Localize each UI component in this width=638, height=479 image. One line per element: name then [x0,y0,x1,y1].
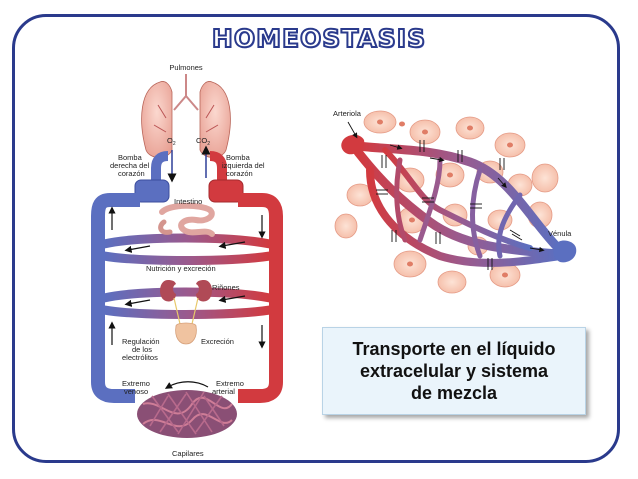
venule-vessel [553,240,577,263]
slide-title: HOMEOSTASIS [211,23,427,54]
regulation-label: Regulación de los electrólitos [122,337,162,362]
co2-label: CO2 [196,136,210,147]
intestine-illustration [158,202,215,237]
arteriole-vessel [341,134,365,155]
nutrition-label: Nutrición y excreción [146,264,216,273]
capillaries-label: Capilares [172,449,204,458]
o2-label: O2 [167,136,176,147]
left-heart-pump [208,179,244,203]
left-pump-label: Bomba izquierda del corazón [222,153,267,178]
lungs-illustration [141,74,231,158]
exchange-arrows [347,121,545,270]
intestine-label: Intestino [174,197,202,206]
capillary-network-diagram: Arteriola Vénula [333,109,577,294]
lungs-label: Pulmones [169,63,203,72]
excretion-label: Excreción [201,337,234,346]
arteriole-label: Arteriola [333,109,362,118]
caption-line: de mezcla [410,383,498,403]
circulation-diagram: Pulmones O2 CO2 Bomba derecha del corazó… [91,63,283,458]
right-pump-label: Bomba derecha del corazón [110,153,151,178]
venule-label: Vénula [548,229,572,238]
arterial-end-label: Extremo arterial [212,379,246,396]
caption-box: Transporte en el líquido extracelular y … [322,327,586,415]
kidneys-illustration [160,280,212,325]
caption-line: Transporte en el líquido [352,339,556,359]
venous-end-label: Extremo venoso [122,379,152,396]
right-heart-pump [134,179,170,203]
arterial-vessel [238,193,283,403]
venous-return-vessel [91,193,140,403]
capillary-bed [137,390,237,438]
capillary-vessels [353,141,565,267]
caption-text: Transporte en el líquido extracelular y … [352,338,555,404]
kidneys-label: Riñones [212,283,240,292]
bladder-illustration [175,322,197,345]
caption-line: extracelular y sistema [359,361,549,381]
